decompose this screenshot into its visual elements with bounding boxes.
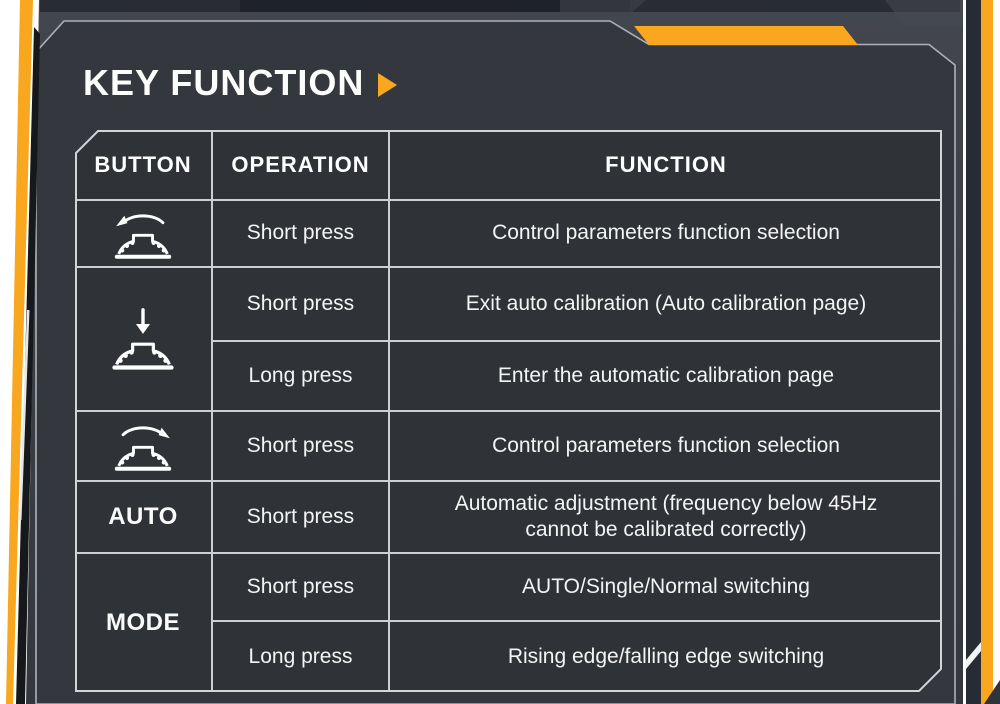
- header-function: FUNCTION: [390, 130, 942, 201]
- operation-cell: Short press: [213, 201, 390, 268]
- orange-accent-tab: [634, 26, 858, 45]
- function-cell: Enter the automatic calibration page: [390, 342, 942, 412]
- header-button: BUTTON: [75, 130, 213, 201]
- operation-cell: Short press: [213, 554, 390, 622]
- top-mid-light-patch: [560, 0, 646, 16]
- header-operation: OPERATION: [213, 130, 390, 201]
- dial-rotate-left-icon: [105, 208, 181, 260]
- top-right-light-patch: [885, 0, 963, 26]
- operation-cell: Short press: [213, 268, 390, 342]
- button-cell-mode: MODE: [75, 554, 213, 692]
- function-cell: Control parameters function selection: [390, 412, 942, 482]
- operation-cell: Short press: [213, 482, 390, 554]
- dial-rotate-right-icon: [105, 420, 181, 472]
- function-cell: Rising edge/falling edge switching: [390, 622, 942, 692]
- button-cell-auto: AUTO: [75, 482, 213, 554]
- function-text: Automatic adjustment (frequency below 45…: [454, 491, 878, 541]
- key-function-table: BUTTON OPERATION FUNCTION Short p: [75, 130, 942, 692]
- button-cell: [75, 201, 213, 268]
- page-title: KEY FUNCTION: [83, 62, 365, 103]
- operation-cell: Long press: [213, 622, 390, 692]
- function-cell: AUTO/Single/Normal switching: [390, 554, 942, 622]
- button-cell: [75, 412, 213, 482]
- title-arrow-icon: [378, 73, 398, 97]
- function-cell: Control parameters function selection: [390, 201, 942, 268]
- operation-cell: Long press: [213, 342, 390, 412]
- button-cell: [75, 268, 213, 412]
- dial-press-icon: [105, 307, 181, 371]
- function-cell: Exit auto calibration (Auto calibration …: [390, 268, 942, 342]
- operation-cell: Short press: [213, 412, 390, 482]
- top-strip-dark-segment: [240, 0, 630, 12]
- page-title-block: KEY FUNCTION: [83, 62, 398, 104]
- function-cell: Automatic adjustment (frequency below 45…: [390, 482, 942, 554]
